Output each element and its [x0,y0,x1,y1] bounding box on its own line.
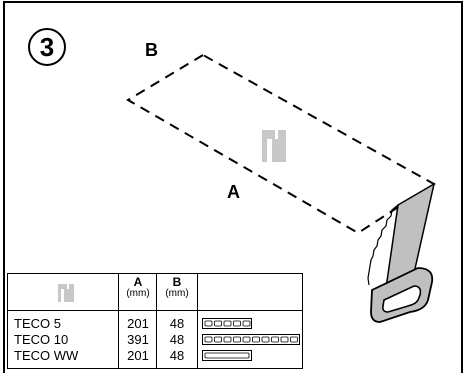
bracket-icon-small [58,284,74,302]
product-name: TECO 10 [14,332,69,347]
value-a: 201 [127,348,149,363]
col-b-unit: (mm) [165,288,189,299]
table-row: TECO 5 201 48 [8,316,302,332]
table-header: A (mm) B (mm) [8,274,302,311]
value-a: 201 [127,316,149,331]
value-a: 391 [127,332,149,347]
product-name: TECO 5 [14,316,61,331]
col-a-unit: (mm) [126,288,150,299]
dimension-b-label: B [145,40,158,60]
specification-table: A (mm) B (mm) TECO 5 201 48 TECO 10 391 … [7,273,303,369]
col-a-title: A [133,275,143,289]
col-b-header: B (mm) [157,276,197,300]
block-strip-icon [202,350,252,361]
step-number: 3 [28,28,66,66]
product-name: TECO WW [14,348,79,363]
bracket-icon [262,130,286,162]
value-b: 48 [169,316,185,331]
col-a-header: A (mm) [119,276,157,300]
cut-outline [126,53,436,235]
table-row: TECO WW 201 48 [8,348,302,364]
value-b: 48 [169,348,185,363]
table-divider [118,274,119,368]
table-divider [156,274,157,368]
block-strip-icon [202,334,300,345]
saw-icon [367,182,436,323]
table-divider [197,274,198,368]
block-strip-icon [202,318,252,329]
col-b-title: B [172,275,182,289]
value-b: 48 [169,332,185,347]
dimension-a-label: A [227,182,240,202]
table-row: TECO 10 391 48 [8,332,302,348]
